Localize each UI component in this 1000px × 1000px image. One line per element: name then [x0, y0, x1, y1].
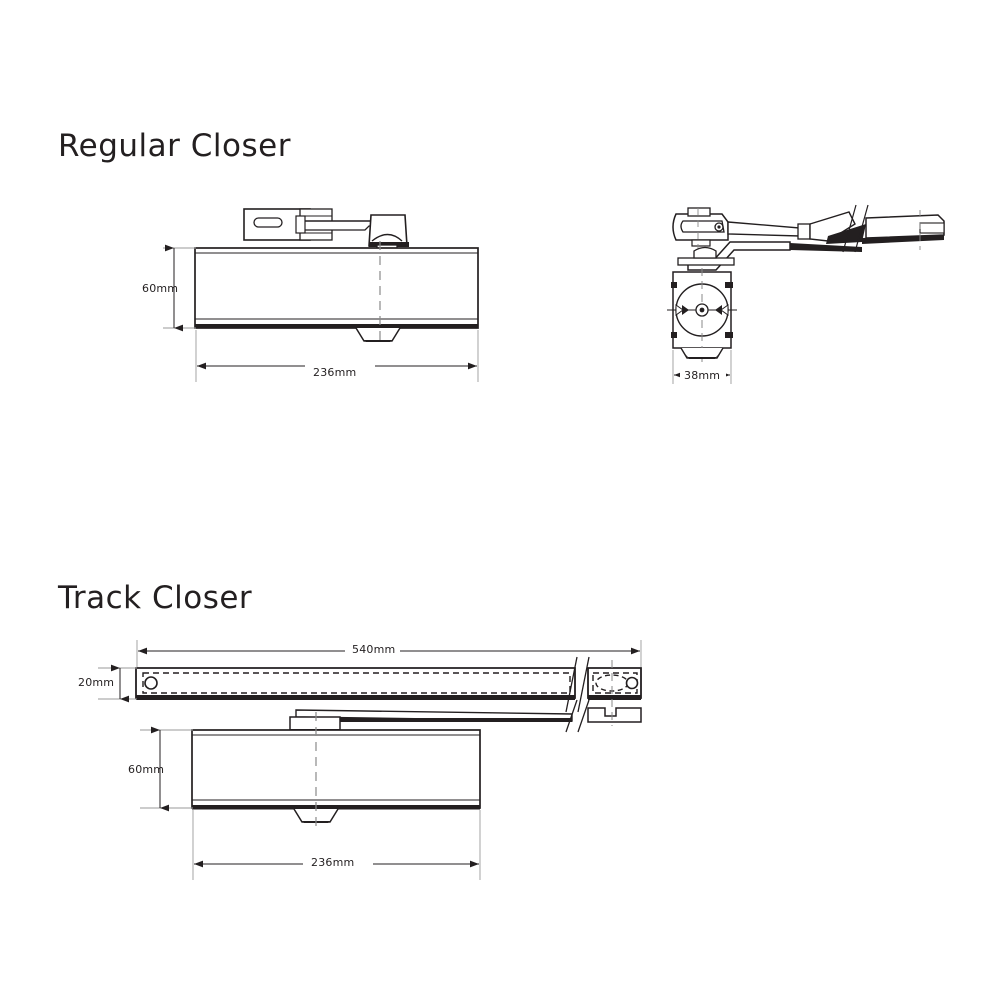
dimension-track-body-width: [192, 810, 481, 880]
dimension-label-track-body-height: 60mm: [128, 763, 165, 776]
slide-track-rail: [135, 656, 642, 733]
dimension-regular-height: [163, 244, 196, 332]
closer-body: [194, 247, 479, 342]
side-cranked-arm: [677, 241, 862, 271]
dimension-label-track-length: 540mm: [352, 643, 396, 656]
dimension-label-track-rail-height: 20mm: [78, 676, 115, 689]
dimension-label-regular-width: 236mm: [313, 366, 357, 379]
closer-arm-assembly: [243, 208, 409, 252]
side-arm-assembly: [672, 204, 945, 253]
dimension-regular-width: [195, 330, 479, 382]
regular-front-view: [163, 208, 479, 382]
dimension-track-length: [136, 640, 642, 667]
page-title-track-closer: Track Closer: [58, 580, 253, 616]
dimension-label-regular-depth: 38mm: [684, 369, 721, 382]
track-rail-view: [98, 640, 642, 733]
dimension-track-body-height: [140, 726, 193, 812]
dimension-label-track-body-width: 236mm: [311, 856, 355, 869]
page-title-regular-closer: Regular Closer: [58, 128, 291, 164]
regular-side-view: [667, 204, 945, 384]
side-body-cover: [667, 268, 737, 362]
dimension-track-rail-height: [98, 664, 137, 703]
track-body-view: [140, 712, 481, 880]
dimension-label-regular-height: 60mm: [142, 282, 179, 295]
dimension-regular-depth: [672, 350, 732, 384]
track-closer-body: [191, 729, 481, 823]
